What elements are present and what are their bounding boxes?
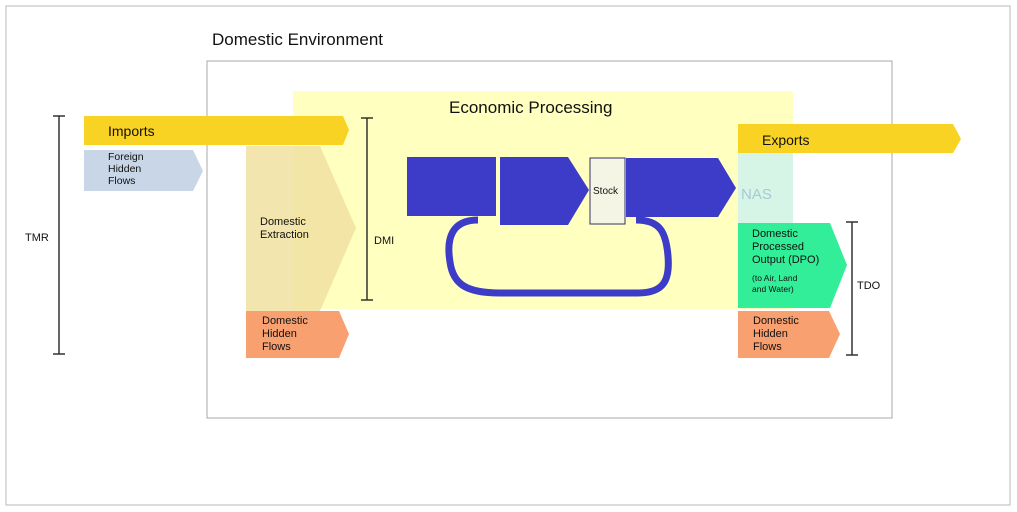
domestic-hidden-flows-in-label: Domestic Hidden Flows: [262, 315, 311, 353]
dpo-note: (to Air, Land and Water): [752, 273, 800, 294]
domestic-hidden-flows-out-arrow: [738, 311, 840, 358]
domestic-extraction-label: Domestic Extraction: [260, 216, 309, 241]
domestic-hidden-flows-out-label: Domestic Hidden Flows: [753, 315, 802, 353]
imports-arrow: [84, 116, 349, 145]
exports-arrow: [738, 124, 961, 153]
stock-label: Stock: [593, 186, 619, 197]
domestic-extraction-arrow: [246, 146, 356, 311]
exports-label: Exports: [762, 132, 809, 148]
tmr-label: TMR: [25, 232, 49, 244]
flow-segment-output: [626, 158, 736, 217]
outer-frame: [5, 5, 1011, 506]
flow-segment-input: [407, 157, 496, 216]
foreign-hidden-flows-label: Foreign Hidden Flows: [108, 151, 147, 187]
foreign-hidden-flows-arrow: [84, 150, 203, 191]
nas-box: [738, 153, 793, 223]
stock-box: [589, 157, 626, 225]
dpo-label: Domestic Processed Output (DPO): [752, 228, 819, 266]
dmi-bracket: [361, 117, 373, 301]
dmi-label: DMI: [374, 235, 394, 247]
tmr-bracket: [53, 115, 65, 355]
tdo-bracket: [846, 221, 858, 356]
domestic-hidden-flows-in-arrow: [246, 311, 349, 358]
economic-processing-label: Economic Processing: [449, 98, 612, 117]
domestic-environment-box: [206, 60, 893, 419]
domestic-environment-title: Domestic Environment: [212, 30, 383, 49]
flow-segment-middle: [500, 157, 589, 225]
tdo-label: TDO: [857, 280, 881, 292]
recycling-loop: [445, 216, 672, 297]
imports-label: Imports: [108, 123, 155, 139]
dpo-arrow: [738, 223, 847, 308]
nas-label: NAS: [741, 186, 772, 203]
